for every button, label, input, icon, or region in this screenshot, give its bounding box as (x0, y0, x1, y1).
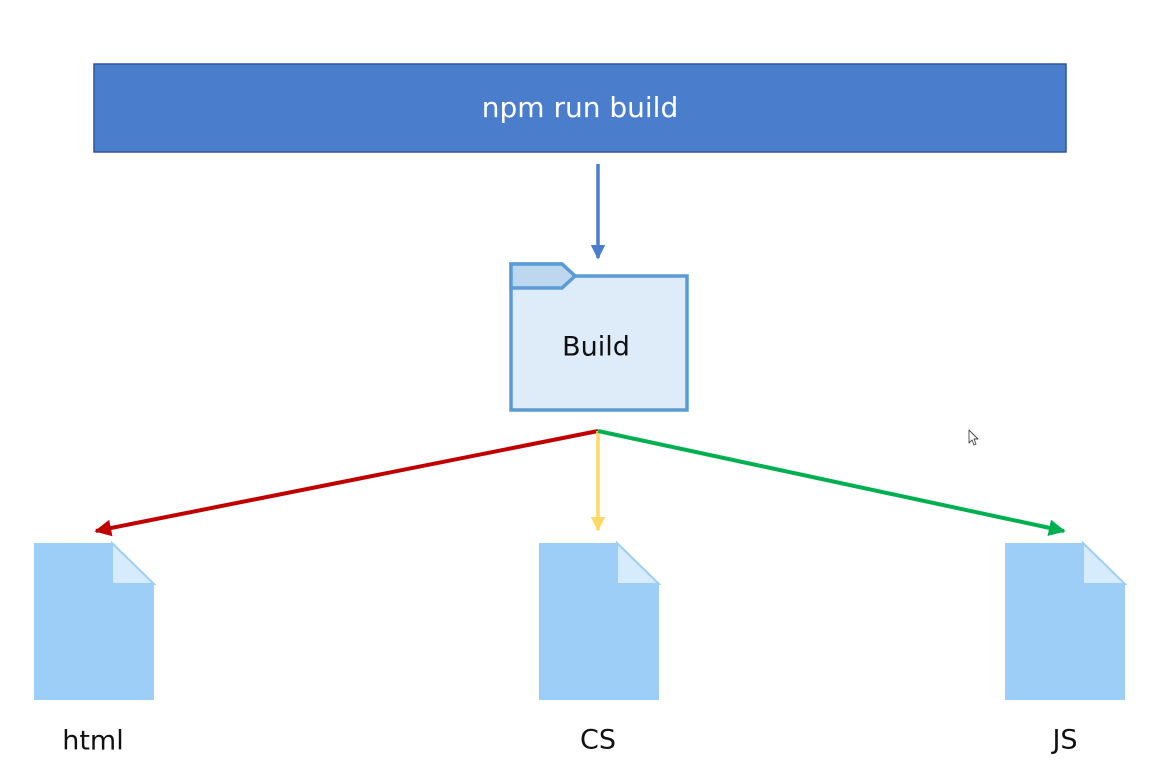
folder-label: Build (562, 332, 630, 363)
file-icon (1005, 540, 1128, 700)
js-file: JS (1005, 540, 1128, 756)
file-icon (34, 540, 157, 700)
file-icon (539, 540, 662, 700)
file-label-js: JS (1050, 725, 1077, 756)
build-folder: Build (509, 262, 689, 412)
file-label-css: CS (580, 725, 616, 756)
banner-box (93, 63, 1067, 153)
banner-label: npm run build (482, 91, 678, 124)
mouse-cursor-icon (968, 429, 979, 446)
npm-run-build-banner: npm run build (93, 63, 1067, 153)
folder-icon (509, 262, 689, 412)
arrow-to-html (94, 429, 599, 537)
arrow-to-js (597, 429, 1066, 537)
file-label-html: html (62, 726, 124, 757)
css-file: CS (539, 540, 662, 756)
html-file: html (34, 540, 157, 757)
